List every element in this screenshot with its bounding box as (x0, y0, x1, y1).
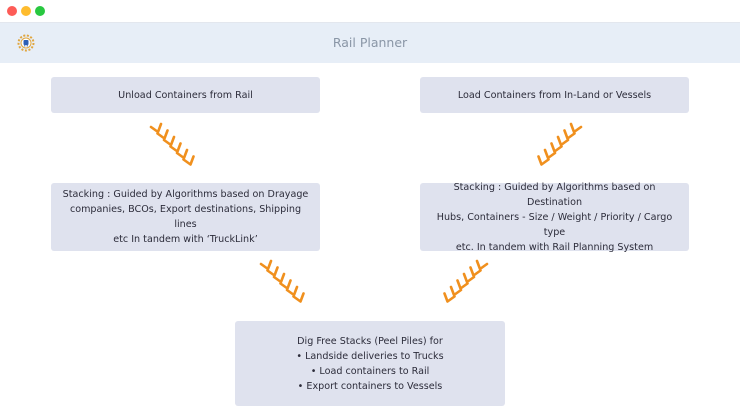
app-title: Rail Planner (332, 35, 408, 50)
stacking-destination-line-2: Hubs, Containers - Size / Weight / Prior… (436, 211, 673, 238)
chevron-segment-icon (462, 272, 476, 284)
chevron-segment-icon (149, 122, 163, 134)
unload-containers-box: Unload Containers from Rail (51, 77, 320, 113)
chevron-segment-icon (550, 142, 563, 153)
stacking-drayage-line-2: companies, BCOs, Export destinations, Sh… (69, 204, 302, 230)
window-titlebar (0, 0, 740, 22)
chevron-segment-icon (266, 266, 279, 277)
close-window-button[interactable] (7, 6, 17, 16)
chevron-arrow-unload-to-stack-icon (149, 122, 195, 166)
chevron-segment-icon (285, 285, 299, 297)
dig-bullet-vessels: • Export containers to Vessels (297, 380, 443, 392)
chevron-segment-icon (543, 148, 557, 160)
chevron-arrow-load-to-stack-icon (537, 122, 583, 166)
stacking-drayage-line-1: Stacking : Guided by Algorithms based on… (62, 189, 309, 200)
chevron-segment-icon (563, 129, 576, 140)
maximize-window-button[interactable] (35, 6, 45, 16)
chevron-segment-icon (259, 259, 273, 271)
stacking-drayage-box: Stacking : Guided by Algorithms based on… (51, 183, 320, 251)
chevron-segment-icon (456, 279, 469, 290)
load-containers-label: Load Containers from In-Land or Vessels (457, 89, 652, 101)
load-containers-box: Load Containers from In-Land or Vessels (420, 77, 689, 113)
chevron-segment-icon (162, 135, 176, 147)
chevron-segment-icon (569, 122, 583, 134)
stacking-destination-line-3: etc. In tandem with Rail Planning System (455, 241, 654, 253)
dig-bullet-trucks: • Landside deliveries to Trucks (296, 350, 444, 362)
chevron-segment-icon (272, 272, 286, 284)
chevron-segment-icon (475, 259, 489, 271)
chevron-segment-icon (292, 292, 305, 303)
dig-free-stacks-title: Dig Free Stacks (Peel Piles) for (297, 335, 443, 347)
unload-containers-label: Unload Containers from Rail (118, 89, 253, 101)
chevron-segment-icon (556, 135, 570, 147)
chevron-arrow-left-stack-to-dig-icon (259, 259, 305, 303)
chevron-segment-icon (175, 148, 189, 160)
app-header: Rail Planner (0, 22, 740, 63)
stacking-drayage-line-3: etc In tandem with ‘TruckLink’ (113, 234, 258, 245)
minimize-window-button[interactable] (21, 6, 31, 16)
stacking-destination-line-1: Stacking : Guided by Algorithms based on… (453, 181, 656, 208)
chevron-segment-icon (537, 155, 550, 166)
stacking-destination-box: Stacking : Guided by Algorithms based on… (420, 181, 689, 253)
dig-bullet-rail: • Load containers to Rail (310, 365, 430, 377)
dig-free-stacks-box: Dig Free Stacks (Peel Piles) for • Lands… (235, 321, 505, 406)
gear-rail-logo-icon (17, 34, 35, 52)
chevron-segment-icon (182, 155, 195, 166)
chevron-segment-icon (443, 292, 456, 303)
chevron-segment-icon (279, 279, 292, 290)
chevron-segment-icon (469, 266, 482, 277)
chevron-arrow-right-stack-to-dig-icon (443, 259, 489, 303)
chevron-segment-icon (449, 285, 463, 297)
chevron-segment-icon (169, 142, 182, 153)
chevron-segment-icon (156, 129, 169, 140)
